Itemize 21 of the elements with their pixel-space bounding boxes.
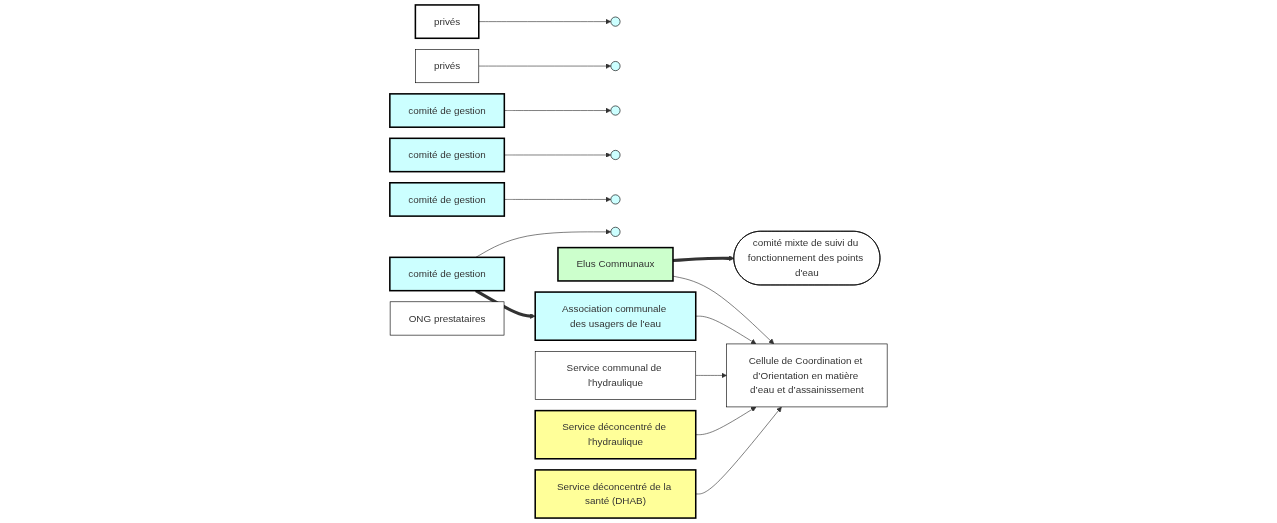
node-box: comité de gestion xyxy=(389,93,506,128)
node-box: ONG prestataires xyxy=(389,301,505,336)
node-ring xyxy=(610,226,621,237)
node-box: Cellule de Coordination et d’Orientation en matière d’eau et d’assainissement xyxy=(726,343,888,408)
arrow xyxy=(672,255,735,263)
node-box: privés xyxy=(414,4,480,40)
node-box: Association communale des usagers de l'eau xyxy=(534,291,697,341)
node-ring xyxy=(610,150,621,160)
node-box: comité de gestion xyxy=(389,137,506,173)
node-box: Service déconcentré de la santé (DHAB) xyxy=(534,469,697,519)
node-box: comité de gestion xyxy=(389,182,506,217)
node-box: comité de gestion xyxy=(389,256,506,292)
node-ring xyxy=(610,194,621,205)
node-ring xyxy=(610,61,621,71)
node-ring xyxy=(610,16,621,27)
node-box: privés xyxy=(415,49,480,84)
node-box: Elus Communaux xyxy=(557,246,674,282)
node-box: Service communal de l'hydraulique xyxy=(534,351,697,400)
node-ring xyxy=(610,105,621,116)
arrow xyxy=(475,289,536,319)
node-box: Service déconcentré de l'hydraulique xyxy=(534,409,697,460)
